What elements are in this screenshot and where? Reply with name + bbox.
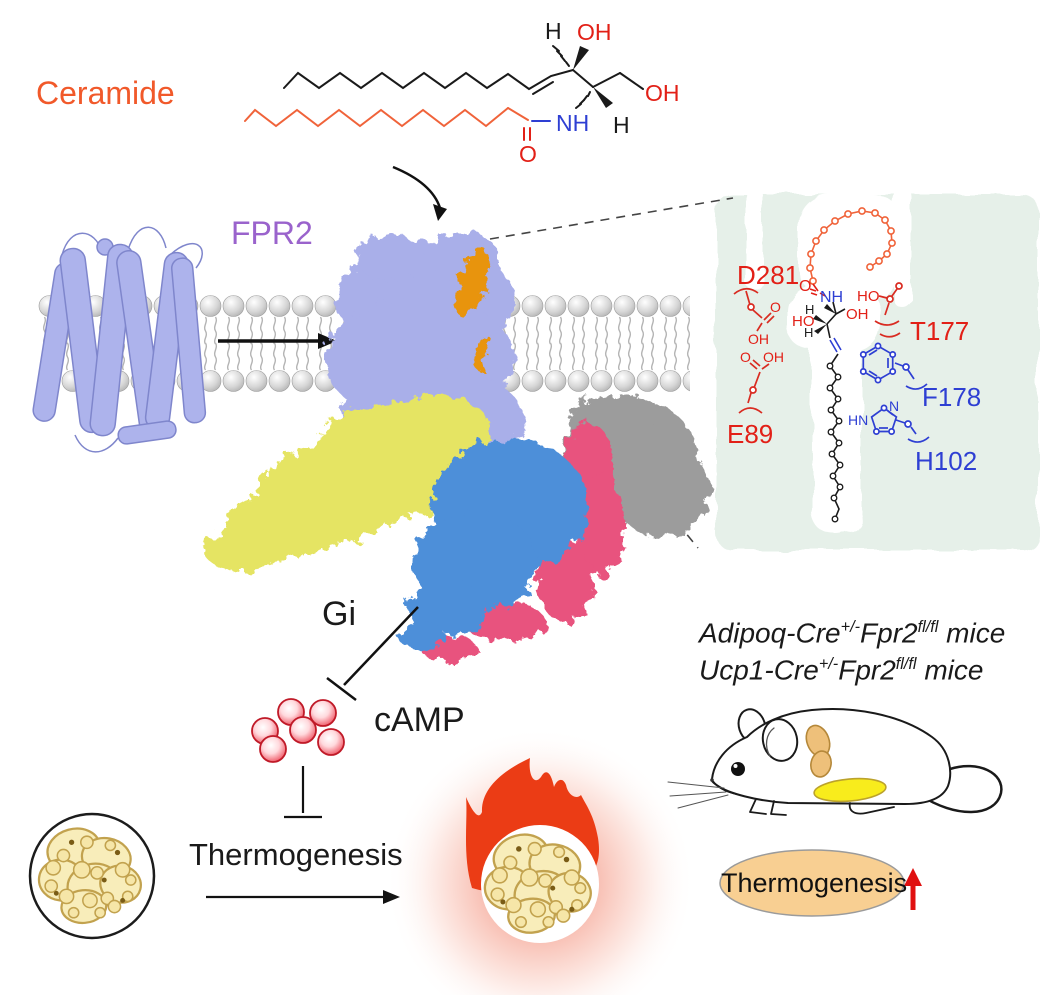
residue-label-d281: D281: [737, 260, 800, 290]
mouse-illustration: [667, 708, 1003, 816]
ceramide-nh: NH: [556, 110, 590, 136]
fpr2-label: FPR2: [231, 215, 313, 251]
h102-hn: HN: [848, 412, 869, 428]
ceramide-o-carbonyl: O: [519, 141, 537, 167]
pocket-ligand-acyl-chain: [806, 207, 896, 297]
model2-sup1: +/-: [818, 655, 839, 673]
mouse-tail: [918, 764, 1003, 814]
d281-oh: OH: [748, 331, 769, 347]
cryoem-complex: [203, 232, 710, 661]
thermogenesis-arrow: [206, 890, 400, 904]
d281-o: O: [770, 299, 781, 315]
residue-label-e89: E89: [727, 419, 774, 449]
ceramide-oh-top: OH: [577, 19, 612, 45]
residue-f178-stick: [859, 342, 928, 390]
ceramide-binding-arrow: [392, 165, 447, 221]
t177-ho: HO: [857, 288, 880, 305]
gi-label: Gi: [322, 595, 356, 633]
membrane-arrow: [218, 333, 337, 349]
h102-n: N: [889, 398, 900, 414]
ceramide-2d-structure: [244, 45, 644, 141]
burning-adipocyte: [385, 727, 695, 995]
model2-gene: Ucp1-Cre: [699, 654, 819, 686]
camp-inhibition-line: [284, 766, 322, 819]
residue-label-h102: H102: [915, 446, 978, 476]
inguinal-white-fat: [813, 777, 887, 803]
fpr2-ribbon-cartoon: [32, 226, 207, 453]
ceramide-label: Ceramide: [36, 75, 175, 111]
residue-h102-stick: [870, 404, 930, 443]
ceramide-ligand-density: [455, 247, 491, 370]
up-arrow-icon: [904, 868, 922, 910]
pocket-ligand-head: [813, 301, 846, 523]
pocket-h-lower: H: [804, 325, 814, 340]
binding-pocket-panel: [716, 188, 1038, 550]
thermogenesis-outcome: [719, 849, 922, 917]
pocket-h-upper: H: [805, 302, 815, 317]
ceramide-oh-right: OH: [645, 80, 680, 106]
pocket-nh: NH: [820, 289, 844, 306]
thermogenesis-oval: [719, 849, 905, 917]
residue-t177-stick: [874, 282, 903, 338]
ceramide-h-bottom: H: [613, 112, 630, 138]
pocket-ho: HO: [792, 313, 815, 330]
model1-gene: Adipoq-Cre: [699, 617, 841, 649]
model2-gene2: Fpr2: [838, 654, 896, 686]
mouse-model-line-1: Adipoq-Cre+/-Fpr2fl/fl mice: [699, 619, 1005, 647]
thermogenesis-outcome-label: Thermogenesis: [721, 868, 908, 898]
model1-gene2: Fpr2: [860, 617, 918, 649]
model1-sup1: +/-: [840, 618, 861, 636]
white-adipocyte-cell: [28, 812, 156, 940]
model2-sup2: fl/fl: [895, 655, 917, 673]
model2-suffix: mice: [916, 654, 984, 686]
mouse-model-line-2: Ucp1-Cre+/-Fpr2fl/fl mice: [699, 656, 983, 684]
residue-d281-stick: [733, 287, 775, 332]
pocket-oh: OH: [846, 306, 869, 323]
residue-e89-stick: [738, 359, 770, 414]
camp-label: cAMP: [374, 701, 465, 739]
g-beta-density: [398, 439, 588, 650]
e89-o: O: [740, 349, 751, 365]
pocket-o-carbonyl: O: [799, 278, 812, 295]
gi-inhibition-line: [326, 606, 419, 701]
residue-label-t177: T177: [910, 316, 970, 346]
camp-molecules: [251, 698, 345, 763]
model1-sup2: fl/fl: [917, 618, 939, 636]
ceramide-h-top: H: [545, 18, 562, 44]
model1-suffix: mice: [938, 617, 1006, 649]
mouse-whiskers: [667, 781, 729, 809]
residue-label-f178: F178: [922, 382, 982, 412]
brown-adipose-tissue: [805, 724, 832, 778]
mouse-nose: [710, 778, 714, 782]
e89-oh: OH: [763, 349, 784, 365]
thermogenesis-pathway-label: Thermogenesis: [189, 837, 403, 872]
mouse-eye: [731, 762, 745, 776]
